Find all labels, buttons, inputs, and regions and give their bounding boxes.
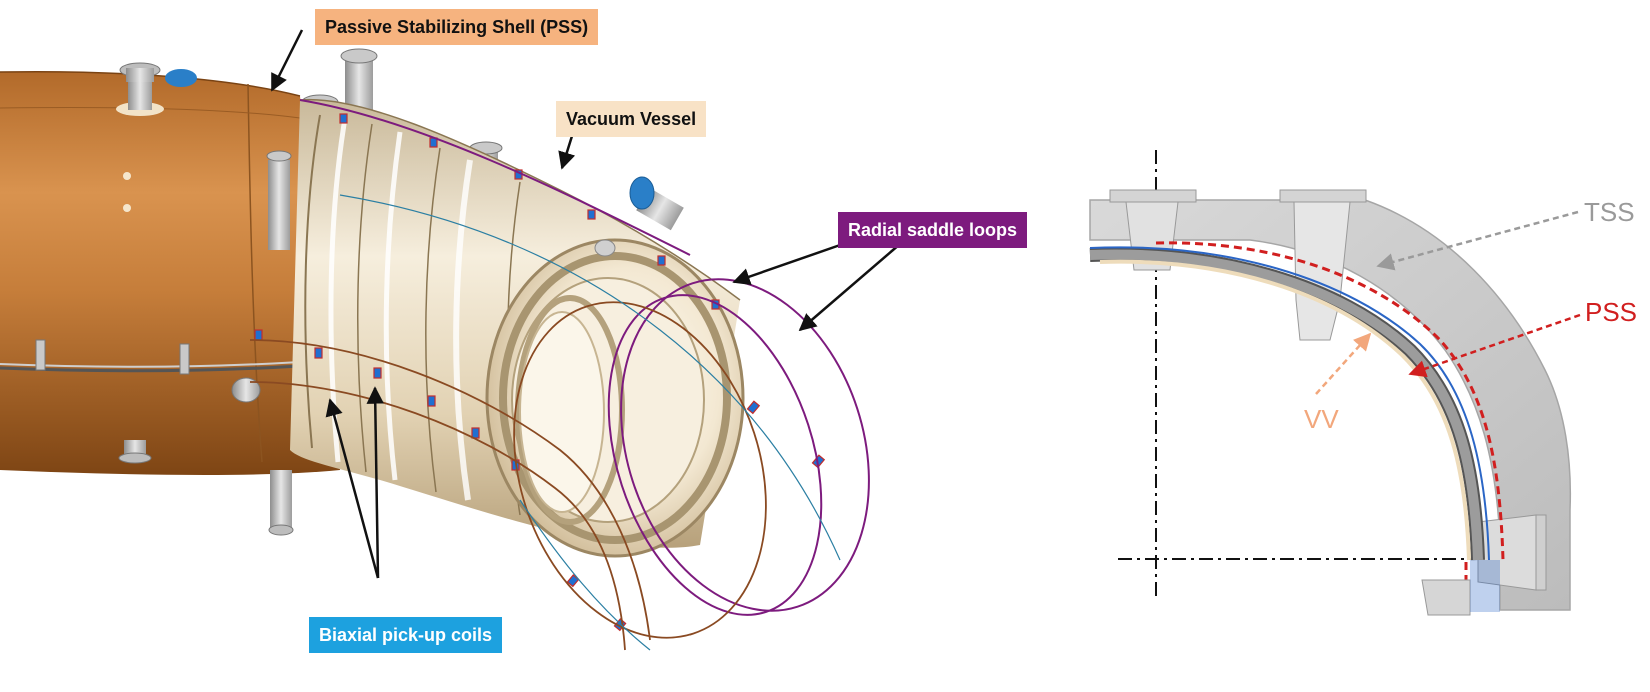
radial-saddle-loops: [299, 99, 870, 616]
radial-saddle-loops-label: Radial saddle loops: [838, 212, 1028, 248]
top-port-left: [116, 62, 197, 116]
section-tss-label: TSS: [1584, 197, 1635, 227]
section-shell-bands: [1089, 246, 1490, 561]
section-pss-label: PSS: [1585, 297, 1638, 327]
section-vv-label: VV: [1304, 404, 1339, 434]
saddle-loop-brown: [249, 301, 767, 651]
side-port-right: [629, 176, 684, 231]
leader-arrows: [270, 29, 901, 579]
guide-line-teal: [339, 194, 841, 651]
biaxial-pickup-coils-label: Biaxial pick-up coils: [309, 617, 503, 653]
bottom-ports: [118, 377, 294, 536]
section-arrows: [1315, 210, 1581, 395]
passive-stabilizing-shell: [0, 70, 340, 475]
vacuum-vessel-label: Vacuum Vessel: [556, 101, 707, 137]
pss-label: Passive Stabilizing Shell (PSS): [315, 9, 599, 45]
section-lower-port: [1421, 560, 1500, 616]
